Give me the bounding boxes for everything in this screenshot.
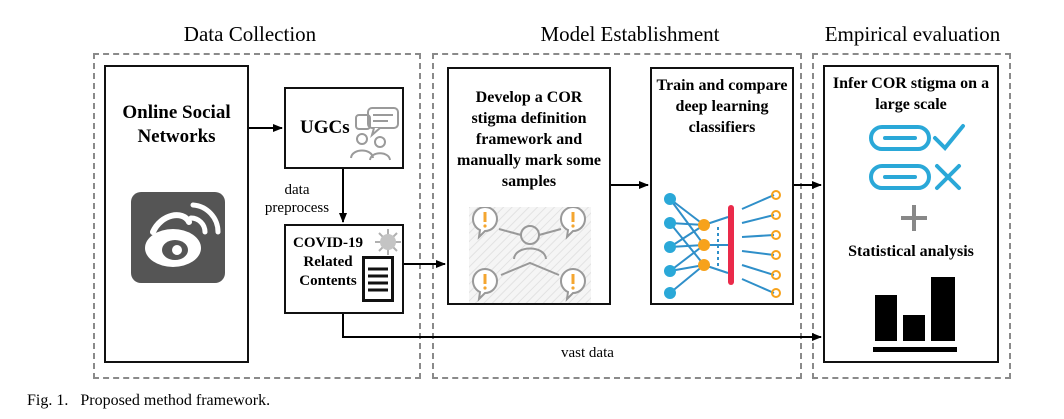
covid-label: COVID-19 Related Contents [293,235,363,289]
section-title-model-establishment: Model Establishment [540,22,720,46]
neural-network-icon [662,187,782,299]
model-establishment-panel [432,53,802,379]
vast-data-label: vast data [561,345,614,361]
bar-chart-icon [869,273,959,355]
train-text: Train and compare deep learning classifi… [656,77,788,136]
covid-contents-box: COVID-19 Related Contents [284,224,404,314]
cross-classifier-icon [869,161,967,195]
ugcs-box: UGCs [284,87,404,169]
train-classifiers-box: Train and compare deep learning classifi… [650,67,794,305]
document-icon [362,256,394,302]
stigma-network-icon [469,205,591,303]
develop-framework-box: Develop a COR stigma definition framewor… [447,67,611,305]
section-title-empirical-evaluation: Empirical evaluation [824,22,1001,46]
check-classifier-icon [869,122,967,156]
people-chat-icon [348,105,400,161]
infer-text: Infer COR stigma on a large scale [832,75,990,113]
develop-text: Develop a COR stigma definition framewor… [457,89,601,190]
figure-caption: Fig. 1. Proposed method framework. [27,392,270,410]
empirical-evaluation-panel [812,53,1011,379]
figure-number: Fig. 1. [27,392,69,409]
osn-label: Online Social Networks [122,102,231,147]
statistical-analysis-text: Statistical analysis [848,243,974,260]
plus-icon [899,203,929,233]
ugcs-label: UGCs [300,117,350,138]
online-social-networks-box: Online Social Networks [104,65,249,363]
figure-caption-text: Proposed method framework. [80,392,271,409]
data-collection-panel [93,53,421,379]
section-title-data-collection: Data Collection [183,22,317,46]
evaluation-box: Infer COR stigma on a large scale Statis… [823,65,999,363]
virus-icon [374,228,402,256]
weibo-logo-icon [131,192,225,283]
data-preprocess-label: data preprocess [264,182,330,216]
